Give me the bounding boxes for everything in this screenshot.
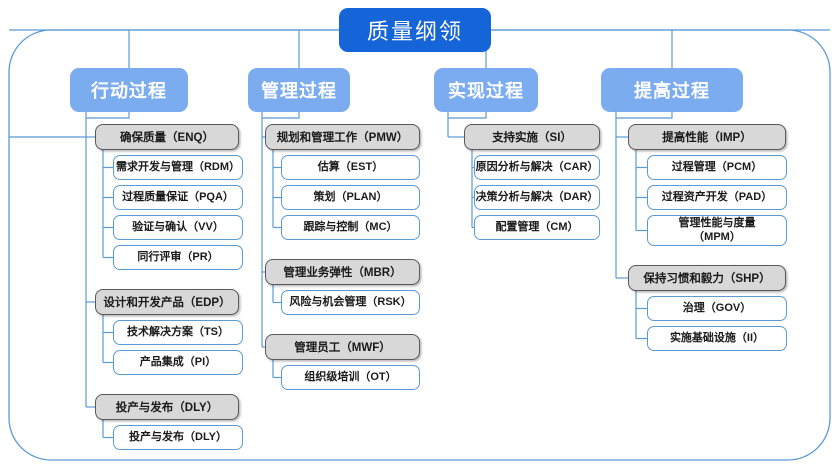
leaf-box-2-1-2[interactable]: 策划（PLAN） [281, 185, 420, 210]
leaf-box-1-1-2[interactable]: 过程质量保证（PQA） [113, 185, 243, 210]
column-header-3[interactable]: 实现过程 [434, 68, 538, 112]
leaf-box-2-3-1[interactable]: 组织级培训（OT） [281, 365, 420, 390]
leaf-box-3-1-1[interactable]: 原因分析与解决（CAR） [474, 155, 600, 180]
group-box-1-1[interactable]: 确保质量（ENQ） [95, 124, 239, 150]
column-header-2[interactable]: 管理过程 [248, 68, 350, 112]
diagram-title: 质量纲领 [339, 8, 491, 52]
leaf-box-1-1-1[interactable]: 需求开发与管理（RDM） [113, 155, 243, 180]
group-box-3-1[interactable]: 支持实施（SI） [464, 124, 600, 150]
column-header-4[interactable]: 提高过程 [601, 68, 743, 112]
leaf-box-3-1-2[interactable]: 决策分析与解决（DAR） [474, 185, 600, 210]
leaf-box-3-1-3[interactable]: 配置管理（CM） [474, 215, 600, 240]
leaf-box-4-1-2[interactable]: 过程资产开发（PAD） [647, 185, 787, 210]
leaf-box-1-1-3[interactable]: 验证与确认（VV） [113, 215, 243, 240]
group-box-1-2[interactable]: 设计和开发产品（EDP） [95, 289, 239, 315]
group-box-1-3[interactable]: 投产与发布（DLY） [95, 394, 239, 420]
group-box-2-2[interactable]: 管理业务弹性（MBR） [265, 259, 420, 285]
leaf-box-2-2-1[interactable]: 风险与机会管理（RSK） [281, 290, 420, 315]
leaf-box-4-2-2[interactable]: 实施基础设施（II） [647, 326, 787, 351]
leaf-box-4-1-1[interactable]: 过程管理（PCM） [647, 155, 787, 180]
leaf-box-4-1-3[interactable]: 管理性能与度量（MPM） [647, 215, 787, 246]
leaf-box-2-1-3[interactable]: 跟踪与控制（MC） [281, 215, 420, 240]
column-header-1[interactable]: 行动过程 [70, 68, 188, 112]
leaf-box-2-1-1[interactable]: 估算（EST） [281, 155, 420, 180]
group-box-2-3[interactable]: 管理员工（MWF） [265, 334, 420, 360]
leaf-box-1-3-1[interactable]: 投产与发布（DLY） [113, 425, 243, 450]
group-box-2-1[interactable]: 规划和管理工作（PMW） [265, 124, 420, 150]
leaf-box-4-2-1[interactable]: 治理（GOV） [647, 296, 787, 321]
leaf-box-1-2-1[interactable]: 技术解决方案（TS） [113, 320, 243, 345]
group-box-4-1[interactable]: 提高性能（IMP） [628, 124, 786, 150]
group-box-4-2[interactable]: 保持习惯和毅力（SHP） [628, 265, 786, 291]
leaf-box-1-1-4[interactable]: 同行评审（PR） [113, 245, 243, 270]
leaf-box-1-2-2[interactable]: 产品集成（PI） [113, 350, 243, 375]
